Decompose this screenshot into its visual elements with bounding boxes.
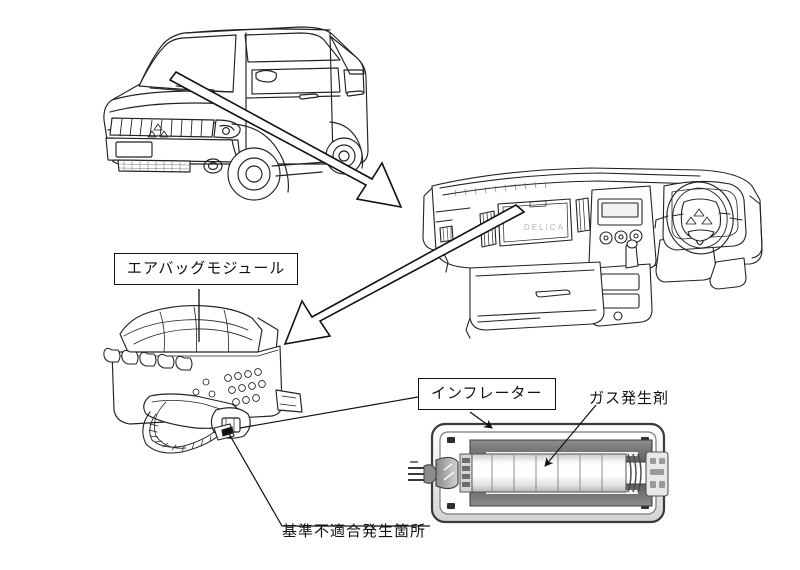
arrow-vehicle-to-dashboard <box>168 70 403 209</box>
label-defect-location: 基準不適合発生箇所 <box>282 523 427 540</box>
leader-lines <box>198 289 597 527</box>
flow-arrows <box>168 70 526 346</box>
label-gas-generant: ガス発生剤 <box>589 390 670 407</box>
inflator-cutaway-illustration <box>408 422 669 524</box>
leader-inflator-to-module <box>239 396 419 429</box>
vehicle-badge-icon <box>147 123 169 138</box>
airbag-module-illustration <box>103 305 303 454</box>
label-inflator: インフレーター <box>418 378 556 410</box>
svg-text:DELICA: DELICA <box>524 223 565 232</box>
steering-wheel-badge-icon <box>685 208 713 225</box>
arrow-dashboard-to-module <box>283 204 526 346</box>
leader-gas-generant <box>544 404 597 467</box>
dashboard-illustration: DELICA <box>422 167 763 339</box>
label-airbag-module: エアバッグモジュール <box>114 253 299 285</box>
leader-inflator-to-cutaway <box>469 411 493 429</box>
leader-defect-location <box>227 431 283 527</box>
